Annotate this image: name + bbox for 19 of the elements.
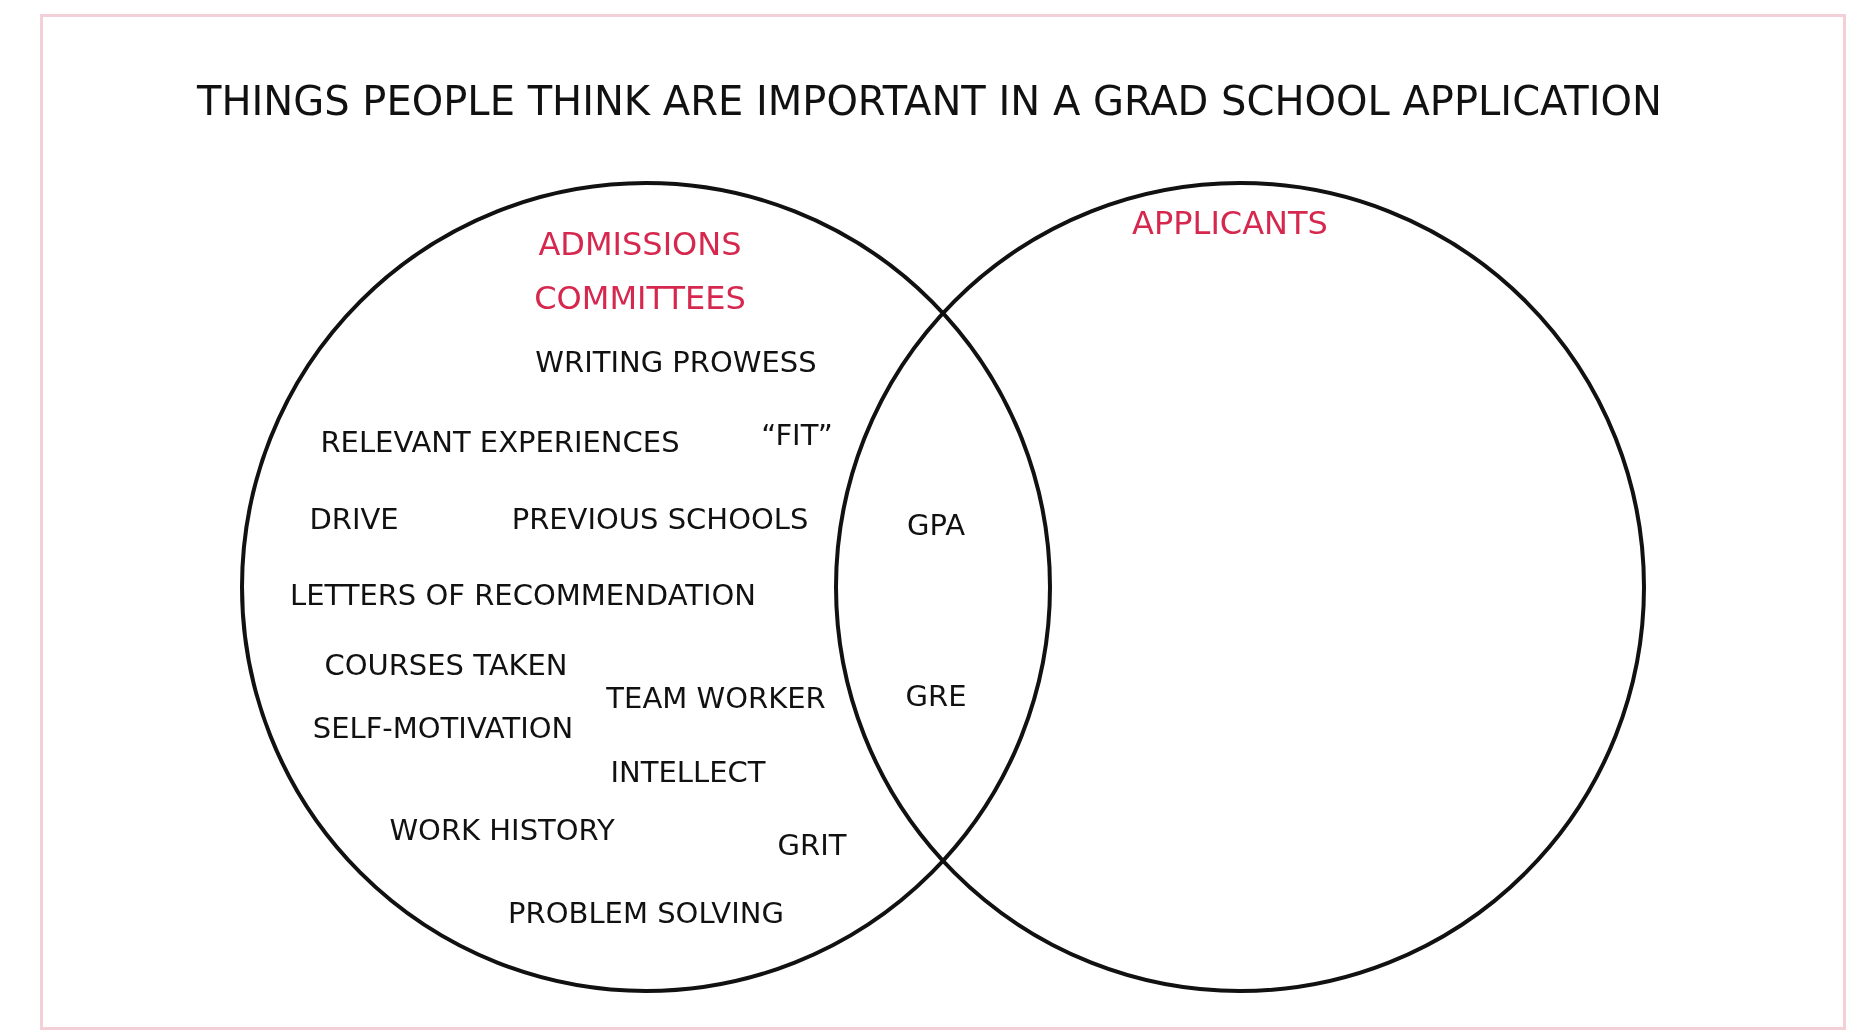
venn-item-text: GRE [905, 679, 967, 713]
venn-item-text: RELEVANT EXPERIENCES [320, 425, 680, 459]
venn-item-text: PREVIOUS SCHOOLS [511, 502, 809, 536]
venn-item-text: INTELLECT [610, 755, 766, 789]
set-heading: ADMISSIONS COMMITTEES [533, 224, 747, 319]
venn-item-text: TEAM WORKER [606, 681, 826, 715]
venn-item-text: SELF-MOTIVATION [312, 711, 574, 745]
venn-item-text: GRIT [777, 828, 847, 862]
venn-item-text: LETTERS OF RECOMMENDATION [290, 578, 756, 612]
venn-item-text: WORK HISTORY [389, 813, 615, 847]
venn-item-text: DRIVE [309, 502, 399, 536]
diagram-title: THINGS PEOPLE THINK ARE IMPORTANT IN A GRAD SCHOOL APPLICATION [196, 78, 1663, 124]
venn-item-text: “FIT” [761, 418, 833, 452]
venn-item-text: GPA [907, 508, 965, 542]
venn-item-text: PROBLEM SOLVING [508, 896, 784, 930]
set-heading: APPLICANTS [1131, 203, 1329, 244]
venn-item-text: WRITING PROWESS [535, 345, 817, 379]
venn-item-text: COURSES TAKEN [324, 648, 568, 682]
venn-circle [238, 179, 1054, 995]
